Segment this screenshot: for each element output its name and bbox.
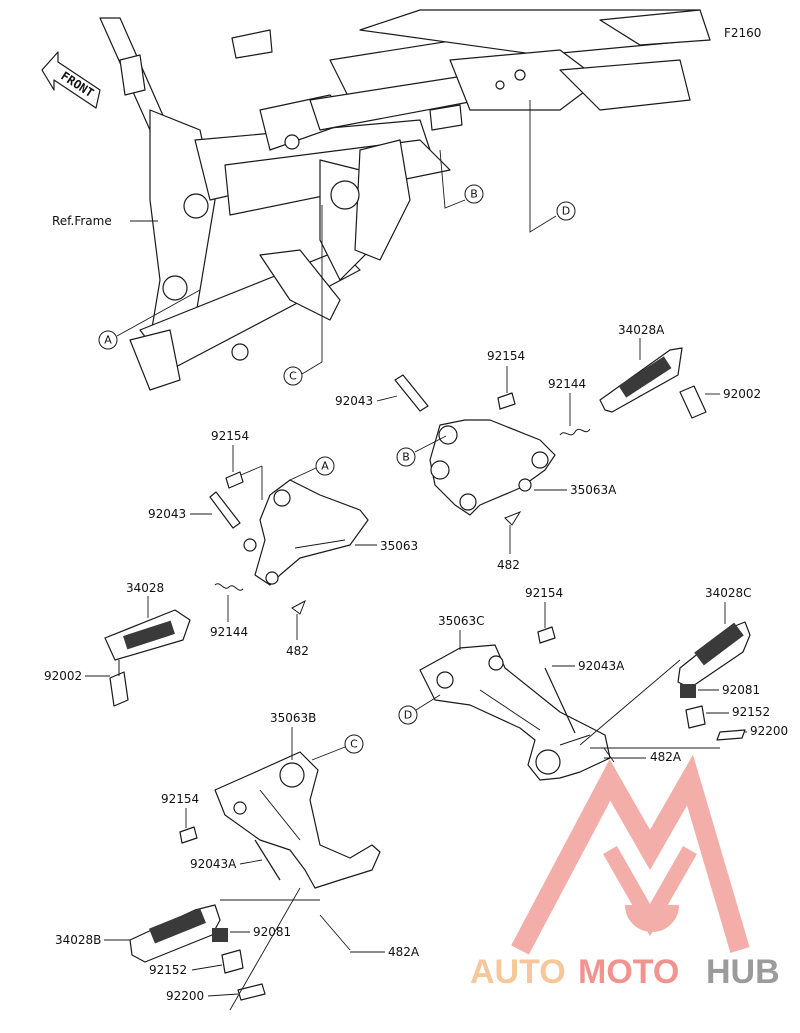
watermark-logo <box>511 754 750 955</box>
label-92144-fr: 92144 <box>548 377 586 391</box>
label-92081-rr: 92081 <box>722 683 760 697</box>
rear-right-assembly <box>419 621 751 781</box>
label-92152-rl: 92152 <box>149 963 187 977</box>
label-92152-rr: 92152 <box>732 705 770 719</box>
label-482a-rr: 482A <box>650 750 682 764</box>
label-482-fr: 482 <box>497 558 520 572</box>
label-34028b: 34028B <box>55 933 101 947</box>
watermark-triangle-icon <box>511 754 750 955</box>
rear-left-assembly <box>129 751 381 1011</box>
label-92002-fr: 92002 <box>723 387 761 401</box>
watermark-moto: MOTO <box>578 953 679 991</box>
rear-left-callout-c: C <box>311 734 364 761</box>
watermark-auto: AUTO <box>470 953 566 991</box>
label-92154-fl: 92154 <box>211 429 249 443</box>
svg-text:B: B <box>470 188 478 201</box>
frame-callout-d: D <box>529 100 576 233</box>
label-92200-rr: 92200 <box>750 724 788 738</box>
label-92002-fl: 92002 <box>44 669 82 683</box>
ref-frame-label: Ref.Frame <box>52 214 112 228</box>
label-92043-fr: 92043 <box>335 394 373 408</box>
svg-text:C: C <box>350 738 358 751</box>
label-92200-rl: 92200 <box>166 989 204 1003</box>
footpeg-34028-grip <box>123 620 175 650</box>
label-92144-fl: 92144 <box>210 625 248 639</box>
label-482a-rl: 482A <box>388 945 420 959</box>
label-35063b: 35063B <box>270 711 316 725</box>
frame-callout-a: A <box>98 289 201 350</box>
footpeg-34028b-grip <box>148 908 206 944</box>
frame-callout-b: B <box>439 149 484 209</box>
front-left-assembly <box>104 465 369 707</box>
label-92154-rr: 92154 <box>525 586 563 600</box>
footpeg-34028c-grip <box>694 622 744 666</box>
label-35063c: 35063C <box>438 614 485 628</box>
label-92081-rl: 92081 <box>253 925 291 939</box>
label-92043a-rl: 92043A <box>190 857 237 871</box>
front-right-assembly <box>394 347 707 526</box>
footpeg-34028a-grip <box>618 356 672 398</box>
label-92154-fr: 92154 <box>487 349 525 363</box>
svg-text:A: A <box>321 460 329 473</box>
label-34028a: 34028A <box>618 323 665 337</box>
figure-code: F2160 <box>724 26 761 40</box>
rear-right-callout-d: D <box>398 694 441 725</box>
front-arrow-icon: FRONT <box>41 51 101 109</box>
label-92043a-rr: 92043A <box>578 659 625 673</box>
svg-text:B: B <box>402 451 410 464</box>
label-482-fl: 482 <box>286 644 309 658</box>
label-34028: 34028 <box>126 581 164 595</box>
frame-drawing <box>99 9 711 391</box>
front-left-callout-a: A <box>289 456 335 481</box>
svg-text:D: D <box>404 709 412 722</box>
label-92043-fl: 92043 <box>148 507 186 521</box>
svg-text:C: C <box>289 370 297 383</box>
label-34028c: 34028C <box>705 586 752 600</box>
label-35063: 35063 <box>380 539 418 553</box>
label-35063a: 35063A <box>570 483 617 497</box>
watermark-hub: HUB <box>706 953 780 991</box>
frame-callout-c: C <box>283 205 323 386</box>
svg-text:D: D <box>562 205 570 218</box>
label-92154-rl: 92154 <box>161 792 199 806</box>
front-right-callout-b: B <box>396 435 447 467</box>
svg-text:A: A <box>104 334 112 347</box>
